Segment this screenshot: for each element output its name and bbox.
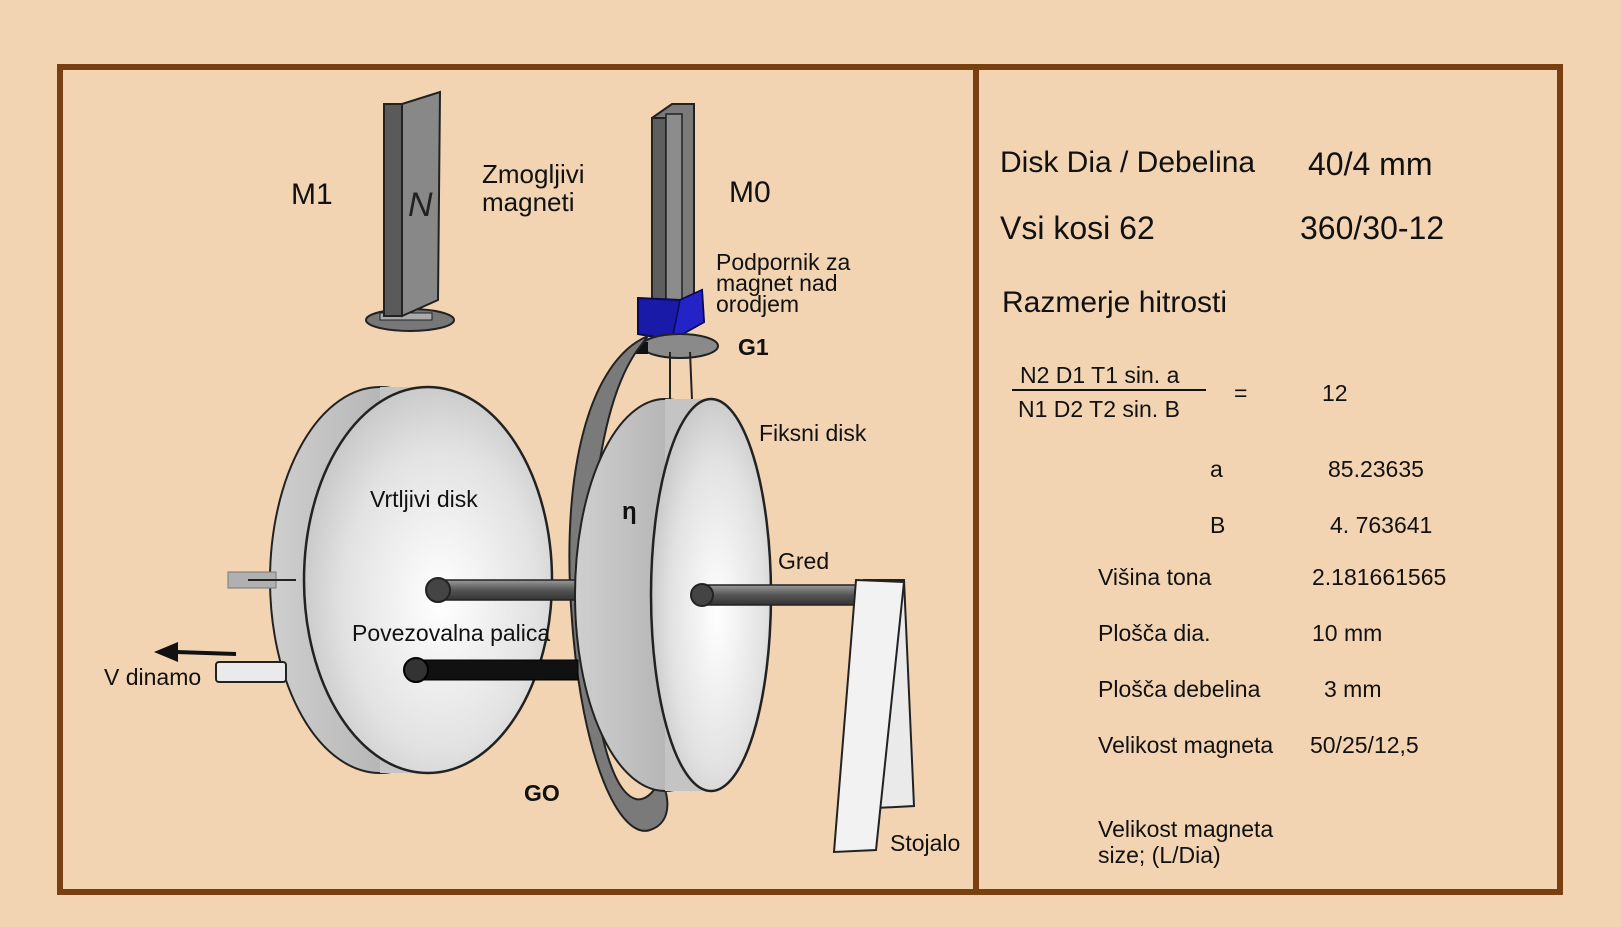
label-beam: Gred (778, 548, 830, 574)
label-g0: GO (524, 780, 560, 806)
label-g1: G1 (738, 334, 769, 360)
magnet-size-note: Velikost magneta size; (L/Dia) (1098, 816, 1274, 868)
spec-row-value: 85.23635 (1328, 456, 1424, 482)
spec-row-label: Plošča debelina (1098, 676, 1261, 702)
spec-row-label: a (1210, 456, 1223, 482)
gear-g1 (636, 333, 719, 401)
spec-row-label: Velikost magneta (1098, 732, 1274, 758)
spec-row-value: 2.181661565 (1312, 564, 1447, 590)
spec-all-angles-label: Vsi kosi 62 (1000, 210, 1155, 246)
label-m1: M1 (291, 178, 333, 211)
spec-row-value: 3 mm (1324, 676, 1382, 702)
dynamo-output (154, 642, 287, 683)
shaft-upper (425, 577, 577, 603)
label-m0: M0 (729, 176, 771, 209)
fixed-disk (574, 397, 773, 793)
spec-all-angles-value: 360/30-12 (1300, 210, 1445, 246)
left-shaft-stub (227, 571, 296, 589)
label-connecting-rod: Povezovalna palica (352, 620, 551, 646)
eta-symbol: η (622, 498, 637, 525)
spec-row-label: B (1210, 512, 1226, 538)
label-rotating-disk: Vrtljivi disk (370, 486, 478, 512)
label-strong-magnets: Zmogljivi magneti (482, 159, 585, 217)
formula-equals: = (1234, 380, 1248, 406)
spec-disk-dia-value: 40/4 mm (1308, 146, 1433, 182)
magnet-m1 (365, 90, 455, 332)
formula-numerator: N2 D1 T1 sin. a (1020, 362, 1180, 388)
stand (832, 578, 916, 854)
magnet-m0 (651, 103, 695, 304)
outer-frame (57, 64, 1563, 895)
spec-row-value: 50/25/12,5 (1310, 732, 1419, 758)
shaft-rear (690, 583, 861, 607)
spec-disk-dia-label: Disk Dia / Debelina (1000, 146, 1256, 179)
label-fixed-disk: Fiksni disk (759, 420, 867, 446)
speed-ratio-heading: Razmerje hitrosti (1002, 286, 1228, 319)
formula-denominator: N1 D2 T2 sin. B (1018, 396, 1180, 422)
formula-fraction-bar (1012, 389, 1206, 391)
formula-result: 12 (1322, 380, 1348, 406)
label-magnet-support: Podpornik za magnet nad orodjem (716, 249, 851, 317)
magnet-pole-letter: N (408, 186, 433, 224)
spec-row-label: Plošča dia. (1098, 620, 1211, 646)
spec-row-value: 10 mm (1312, 620, 1383, 646)
spec-row-value: 4. 763641 (1330, 512, 1433, 538)
magnet-support (637, 288, 706, 342)
connecting-rod (403, 657, 579, 683)
label-stand: Stojalo (890, 830, 961, 856)
spec-row-label: Višina tona (1098, 564, 1212, 590)
label-to-dynamo: V dinamo (104, 664, 202, 690)
